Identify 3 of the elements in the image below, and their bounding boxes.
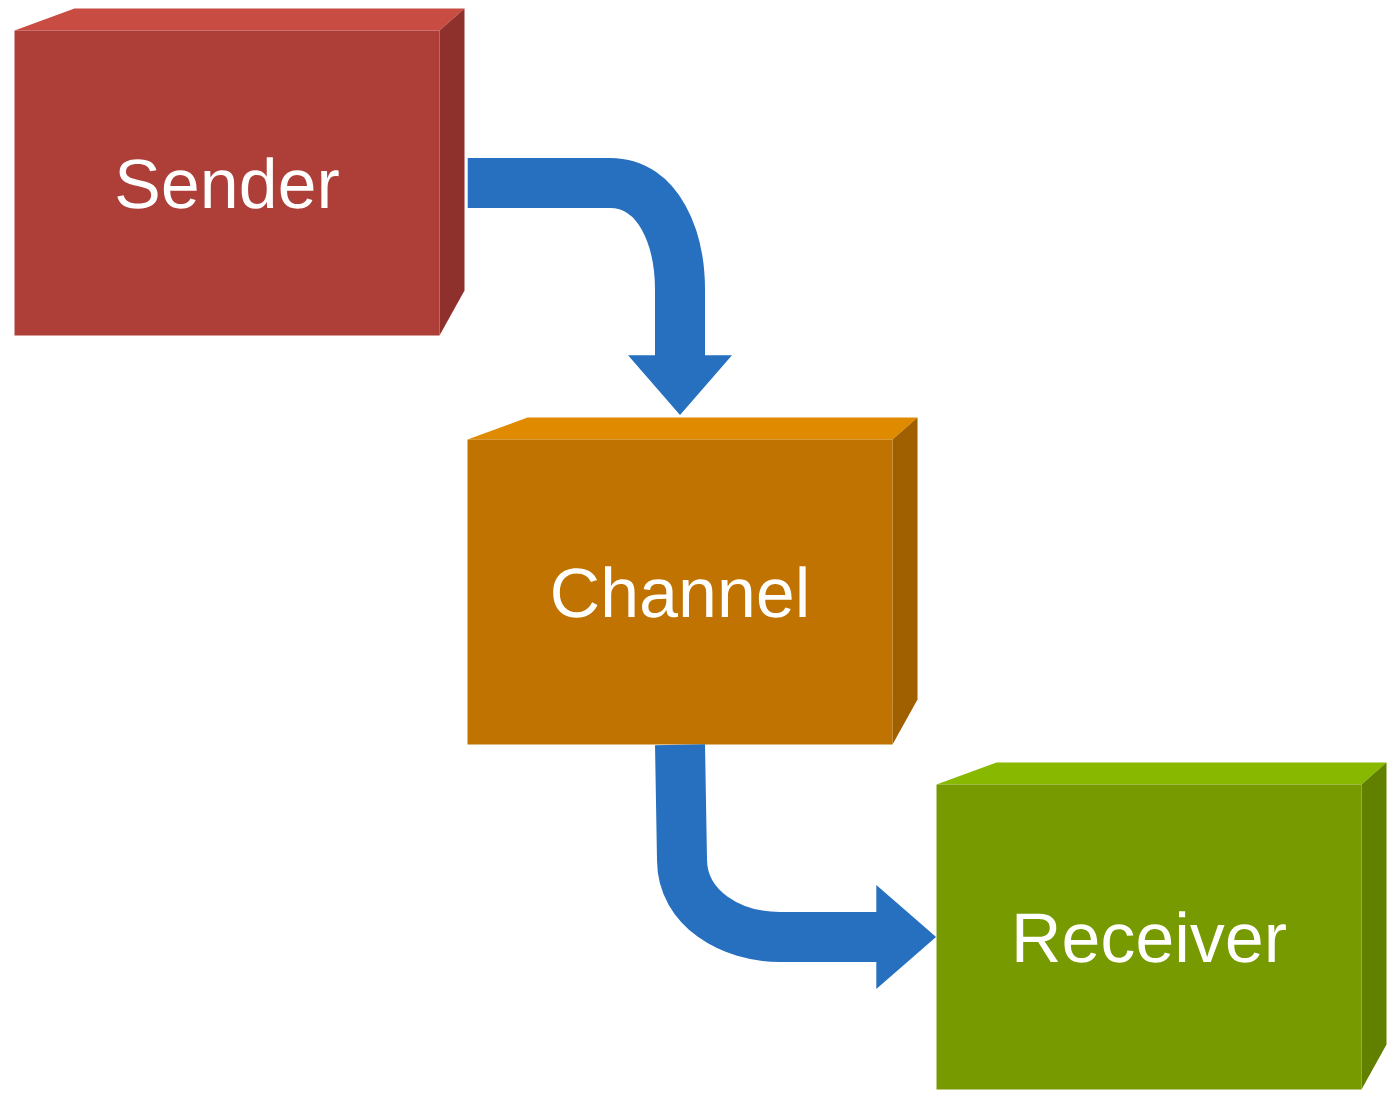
block: Sender bbox=[14, 8, 465, 336]
block: Receiver bbox=[936, 762, 1387, 1090]
block: Channel bbox=[467, 417, 918, 745]
